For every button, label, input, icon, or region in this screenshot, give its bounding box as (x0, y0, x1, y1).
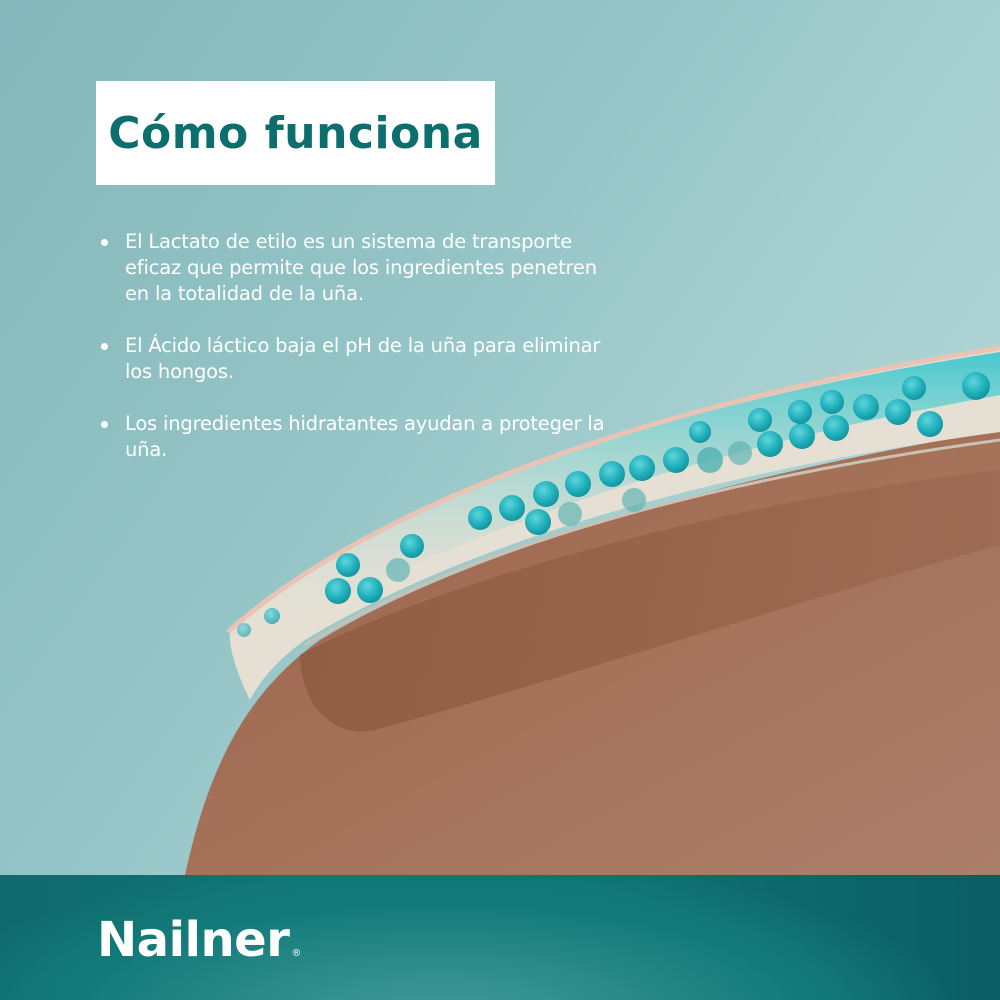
nail-bed (300, 470, 1000, 732)
nail-outer-edge (226, 345, 1000, 634)
registered-mark: ® (291, 948, 301, 959)
benefit-item-ethyl-lactate: El Lactato de etilo es un sistema de tra… (98, 229, 618, 307)
page-title: Cómo funciona (108, 107, 483, 159)
brand-name: Nailner (97, 912, 290, 968)
penetration-band (232, 352, 1000, 640)
brand-footer: Nailner® (0, 875, 1000, 1000)
benefits-list: El Lactato de etilo es un sistema de tra… (98, 229, 618, 489)
title-box: Cómo funciona (96, 81, 495, 185)
brand-logo: Nailner® (97, 912, 301, 968)
nail-cross-section-illustration (185, 345, 1000, 875)
ingredient-particles (237, 372, 990, 637)
benefit-item-lactic-acid: El Ácido láctico baja el pH de la uña pa… (98, 333, 618, 385)
benefit-item-moisturizers: Los ingredientes hidratantes ayudan a pr… (98, 411, 618, 463)
